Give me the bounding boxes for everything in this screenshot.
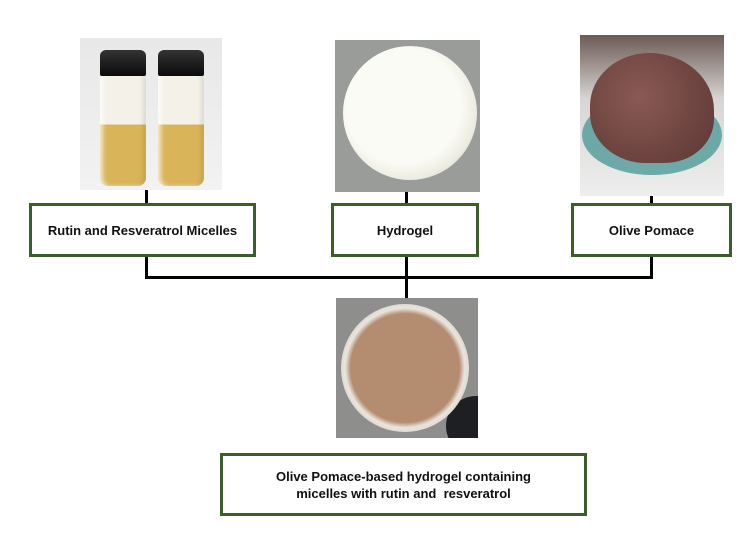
connector-micelles-top	[145, 190, 148, 204]
micelles-vials-photo	[80, 38, 222, 190]
connector-pomace-top	[650, 196, 653, 204]
final-hydrogel-photo	[336, 298, 478, 438]
olive-pomace-box: Olive Pomace	[571, 203, 732, 257]
olive-pomace-label: Olive Pomace	[608, 222, 695, 238]
olive-pomace-photo	[580, 35, 724, 196]
connector-hydrogel-top	[405, 192, 408, 204]
hydrogel-box: Hydrogel	[331, 203, 479, 257]
hydrogel-photo	[335, 40, 480, 192]
connector-micelles-down	[145, 256, 148, 279]
micelles-box: Rutin and Resveratrol Micelles	[29, 203, 256, 257]
final-product-label-line2: micelles with rutin and resveratrol	[296, 485, 511, 501]
micelles-label: Rutin and Resveratrol Micelles	[47, 222, 238, 238]
hydrogel-label: Hydrogel	[376, 222, 434, 238]
connector-horizontal	[145, 276, 653, 279]
final-product-box: Olive Pomace-based hydrogel containing m…	[220, 453, 587, 516]
final-product-label-line1: Olive Pomace-based hydrogel containing	[275, 468, 531, 484]
connector-pomace-down	[650, 256, 653, 279]
